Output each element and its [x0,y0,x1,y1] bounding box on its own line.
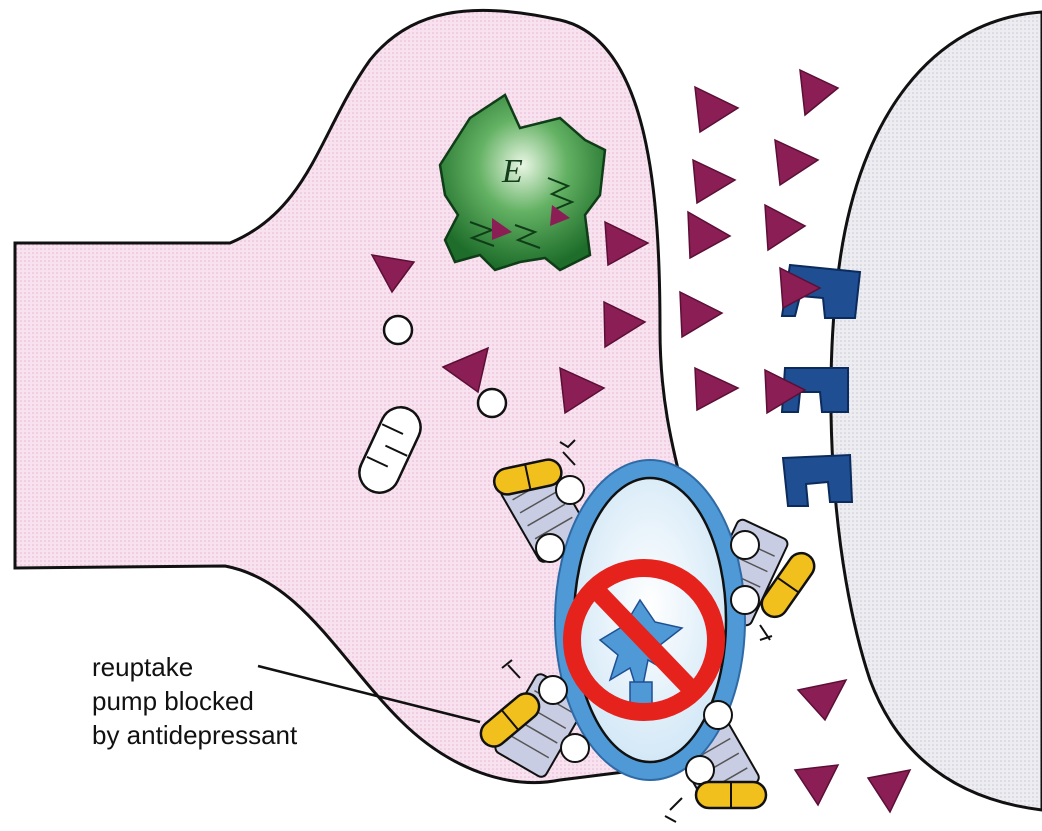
triangle-icon [695,368,738,410]
vesicle-icon [384,316,412,344]
vesicle-icon [478,389,506,417]
triangle-icon [680,292,722,337]
caption: reuptake pump blocked by antidepressant [92,650,392,752]
triangle-icon [688,212,730,258]
triangle-icon [765,205,805,250]
enzyme-label: E [501,153,523,190]
caption-line-2: pump blocked [92,684,392,718]
triangle-icon [868,770,910,812]
receptor-icon [783,455,852,506]
triangle-icon [795,765,838,805]
postsynaptic-neuron [831,12,1042,810]
triangle-icon [800,70,838,115]
caption-line-1: reuptake [92,650,392,684]
triangle-icon [693,160,735,203]
antidepressant-pill-icon [696,782,766,808]
triangle-icon [798,680,846,720]
caption-line-3: by antidepressant [92,718,392,752]
triangle-icon [695,87,738,132]
triangle-icon [775,140,818,185]
